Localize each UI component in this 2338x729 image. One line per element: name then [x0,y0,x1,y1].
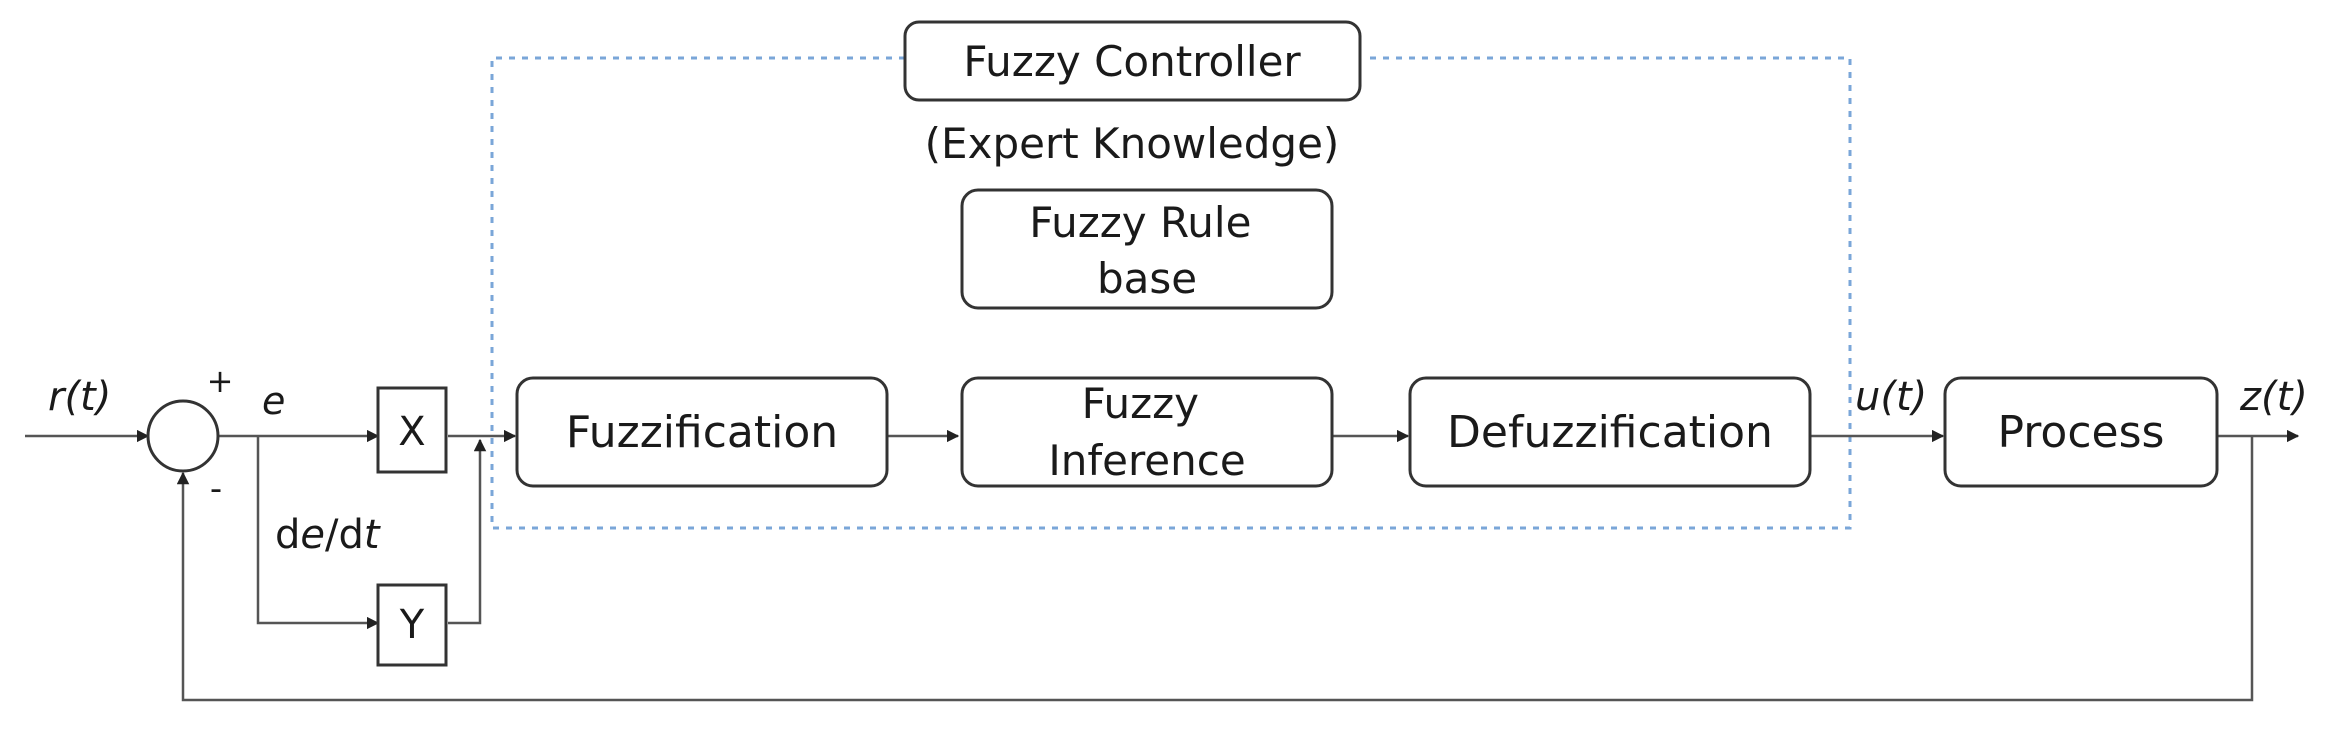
derivative-wire [256,436,380,630]
x-block-label: X [398,409,425,455]
x-block [376,386,448,474]
control-signal-label: u(t) [1855,374,1927,420]
defuzzification-label: Defuzzification [1447,407,1773,458]
plus-sign: + [207,362,234,400]
minus-sign: - [210,469,222,509]
output-signal-label: z(t) [2239,374,2308,420]
fuzzy-inference-label: Fuzzy Inference [1048,379,1245,485]
fuzzy-controller-title-box [903,20,1362,102]
error-signal-label: e [262,379,285,423]
controller-boundary [490,56,1852,530]
summing-junction [146,399,220,473]
defuzzification-box [1408,376,1812,488]
process-box [1943,376,2219,488]
expert-knowledge-label: (Expert Knowledge) [925,119,1340,168]
fuzzification-box [515,376,889,488]
fuzzy-rule-base-label: Fuzzy Rule base [1029,198,1265,303]
reference-signal-label: r(t) [48,374,111,420]
y-to-fuzzification-wire [448,438,487,625]
fuzzy-rule-base-box [960,188,1334,310]
feedback-wire [176,436,2254,702]
signal-wires [25,429,2300,702]
process-label: Process [1998,407,2165,458]
fuzzy-inference-box [960,376,1334,488]
derivative-signal-label: de/dt [275,512,381,558]
y-block [376,583,448,667]
fuzzy-controller-title: Fuzzy Controller [963,37,1301,86]
fuzzification-label: Fuzzification [566,407,838,458]
y-block-label: Y [399,602,425,648]
